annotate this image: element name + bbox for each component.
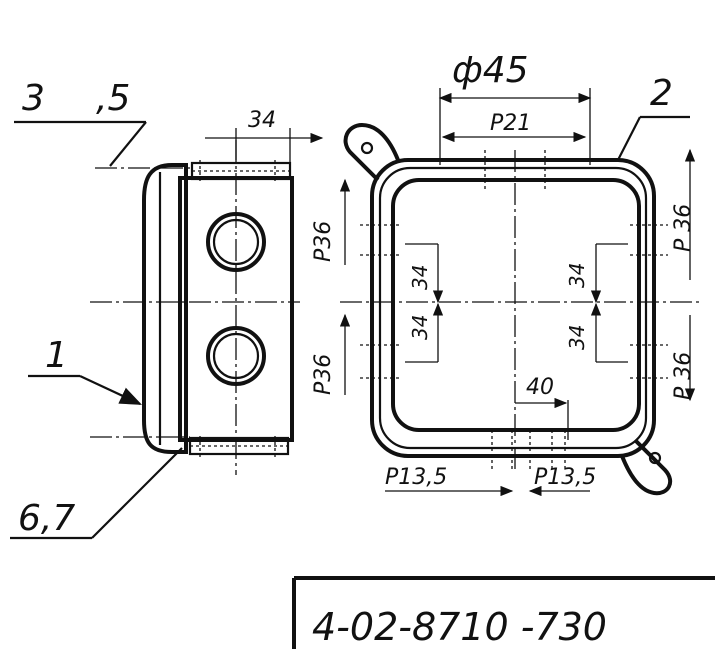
dim-p36-top-left: P36: [311, 221, 336, 262]
drawing-code: 4-02-8710 -730: [312, 605, 607, 649]
dim-p36-bottom-right: P 36: [671, 352, 696, 400]
dim-p36-bottom-left: P36: [311, 354, 336, 395]
dim-side-width: 34: [248, 108, 276, 133]
lug-top-left: [343, 122, 400, 182]
lug-bottom-right: [620, 438, 673, 496]
title-block: 4-02-8710 -730: [292, 576, 715, 649]
dim-34-right-1: 34: [565, 263, 589, 288]
box-cavity: [391, 178, 641, 432]
dim-diameter: ф45: [452, 50, 529, 91]
dim-p13-5-right: P13,5: [534, 465, 596, 490]
dim-34-left-1: 34: [408, 265, 432, 290]
dim-p36-top-right: P 36: [671, 204, 696, 252]
lid-outline: [142, 163, 188, 454]
dim-p13-5-left: P13,5: [385, 465, 447, 490]
callout-3: 3: [22, 78, 45, 119]
dim-34-right-2: 34: [565, 325, 589, 350]
side-callouts: 3 ,5 1 6,7: [10, 78, 183, 540]
dim-34-left-2: 34: [408, 315, 432, 340]
callout-5: ,5: [96, 78, 130, 119]
side-view: 34: [90, 108, 324, 475]
callout-6-7: 6,7: [18, 498, 75, 539]
plan-view: ф45 P21 2 P36 P36 P 36 P 36 34: [311, 50, 700, 497]
callout-1: 1: [45, 335, 68, 376]
dim-p21: P21: [490, 111, 531, 136]
dim-40: 40: [526, 375, 554, 400]
callout-2: 2: [650, 73, 673, 114]
box-outer: [370, 158, 656, 458]
